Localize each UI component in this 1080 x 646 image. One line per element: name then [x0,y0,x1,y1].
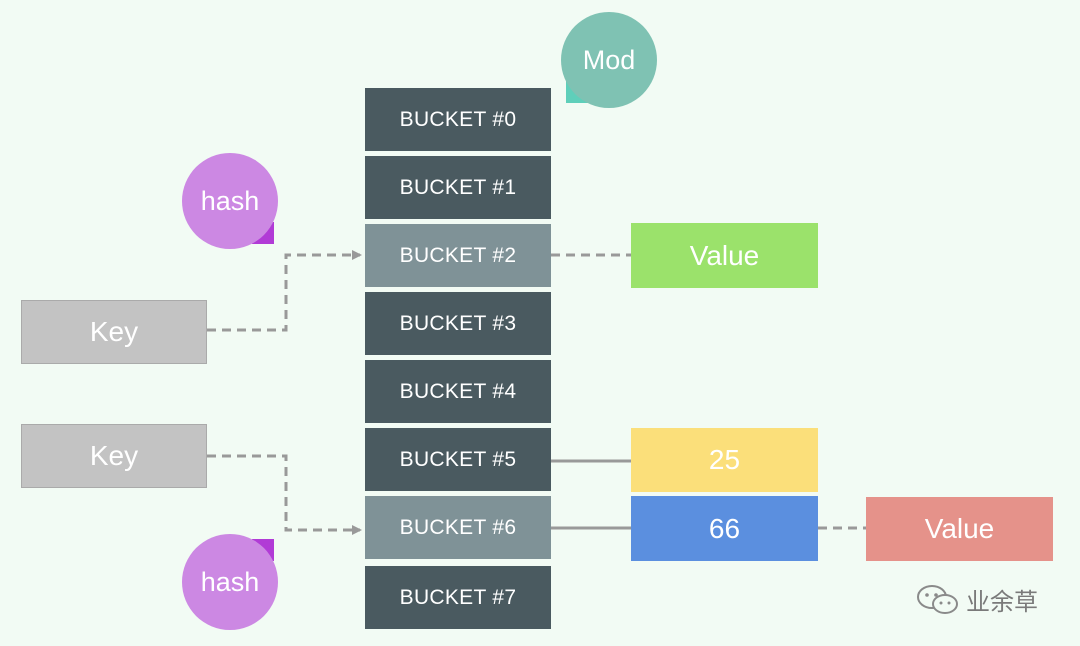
bucket-5: BUCKET #5 [365,428,551,491]
wechat-icon [917,584,958,614]
entry-66-box: 66 [631,496,818,561]
bucket-3: BUCKET #3 [365,292,551,355]
key-box-top: Key [21,300,207,364]
bucket-4: BUCKET #4 [365,360,551,423]
watermark-text: 业余草 [966,589,1038,616]
bucket-0: BUCKET #0 [365,88,551,151]
key-top-arrow [207,250,362,332]
bucket-1: BUCKET #1 [365,156,551,219]
hash-bubble-bottom: hash [182,534,278,630]
value-box-chain: Value [866,497,1053,561]
bucket-7: BUCKET #7 [365,566,551,629]
value-box-bucket2: Value [631,223,818,288]
hash-bubble-top: hash [182,153,278,249]
bucket-6: BUCKET #6 [365,496,551,559]
entry-25-box: 25 [631,428,818,492]
watermark: 业余草 [916,582,1038,617]
bucket-2: BUCKET #2 [365,224,551,287]
mod-bubble: Mod [561,12,657,108]
key-box-bottom: Key [21,424,207,488]
key-bottom-arrow [207,454,362,535]
